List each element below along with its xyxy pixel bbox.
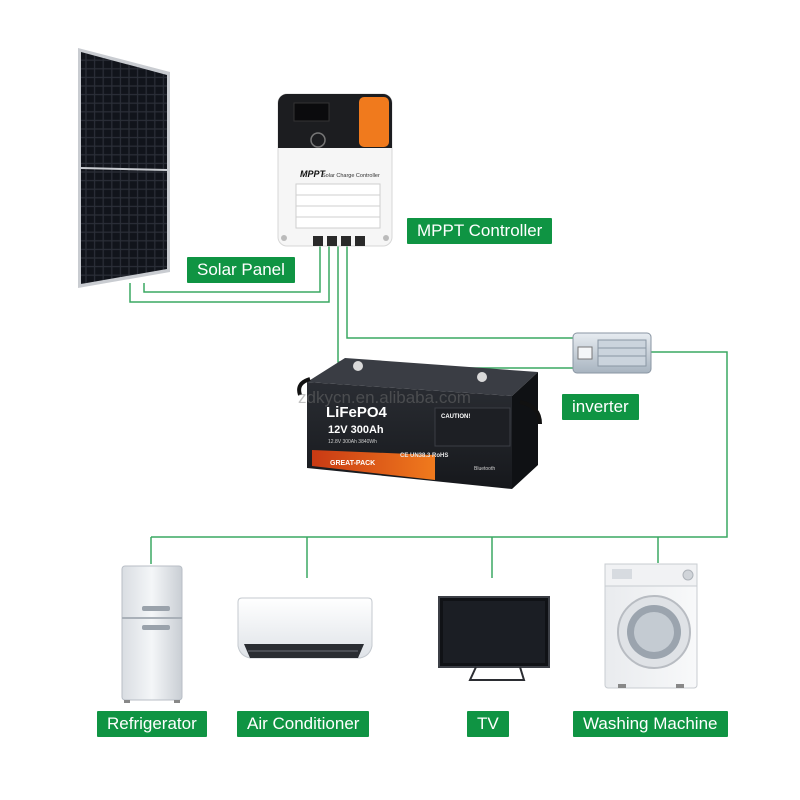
wire-inverter-loads	[151, 351, 728, 538]
tv-label: TV	[467, 711, 509, 737]
battery-brand: GREAT-PACK	[330, 460, 375, 467]
battery-spec: 12.8V 300Ah 3840Wh	[328, 439, 377, 445]
watermark: zdkycn.en.alibaba.com	[298, 388, 471, 407]
refrigerator-icon	[121, 565, 183, 703]
solar-panel-label: Solar Panel	[187, 257, 295, 283]
battery-caution: CAUTION!	[441, 414, 470, 420]
washing-machine-icon	[604, 563, 698, 689]
solar-panel-icon	[78, 48, 170, 288]
refrigerator-label: Refrigerator	[97, 711, 207, 737]
wire-ctrl-battery-pos	[337, 246, 374, 363]
controller-brand: MPPT	[300, 169, 327, 179]
mppt-controller-label: MPPT Controller	[407, 218, 553, 244]
battery-marks: CE UN38.3 RoHS	[400, 453, 448, 459]
battery-rating: 12V 300Ah	[328, 424, 384, 436]
charge-controller-icon	[277, 93, 393, 247]
inverter-icon	[572, 332, 652, 374]
air-conditioner-icon	[237, 597, 373, 659]
wire-solar-1	[129, 246, 330, 303]
washing-machine-label: Washing Machine	[573, 711, 728, 737]
wire-solar-2	[143, 246, 321, 293]
battery-bluetooth: Bluetooth	[474, 466, 495, 472]
inverter-label: inverter	[562, 394, 639, 420]
air-conditioner-label: Air Conditioner	[237, 711, 370, 737]
wire-ctrl-battery-neg	[346, 246, 573, 339]
controller-subtitle: Solar Charge Controller	[322, 173, 380, 179]
tv-icon	[438, 596, 550, 681]
battery-chemistry: LiFePO4	[326, 404, 388, 421]
lifepo4-battery-icon	[297, 358, 542, 489]
